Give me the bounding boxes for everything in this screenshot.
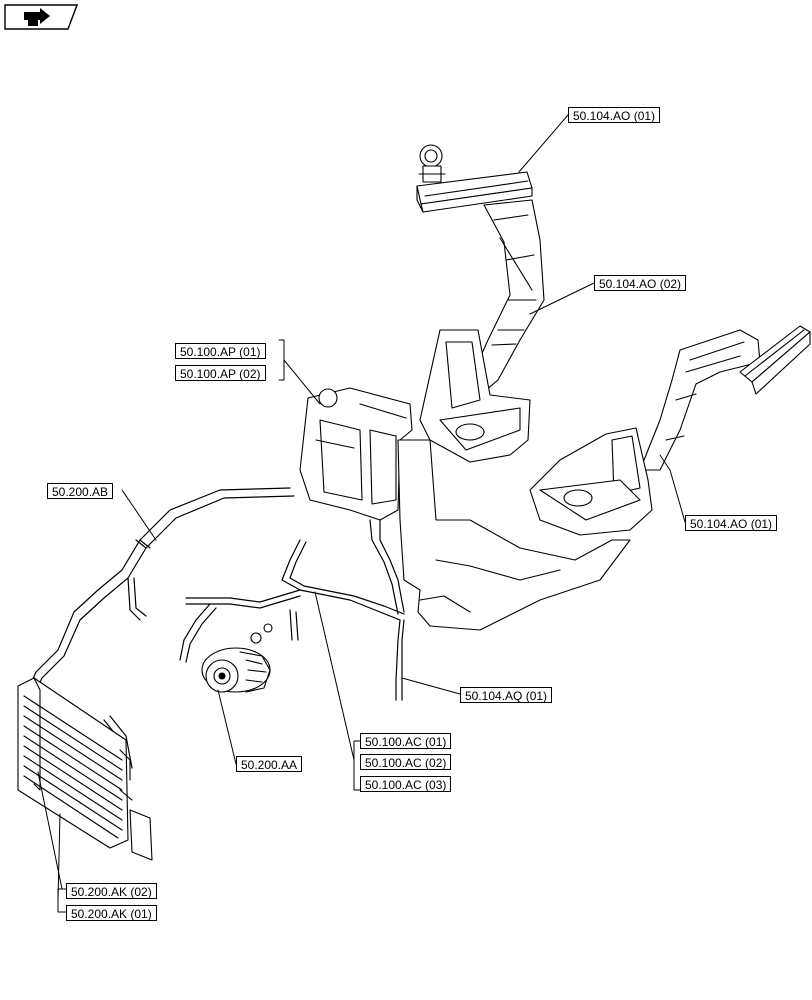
callout-50-200-ak-02[interactable]: 50.200.AK (02) [66, 883, 157, 899]
leader-lines [37, 114, 686, 913]
right-air-filter [739, 325, 811, 395]
refrigerant-lines [27, 487, 405, 771]
top-air-filter [416, 171, 533, 213]
callout-50-104-ao-01-top[interactable]: 50.104.AO (01) [568, 107, 661, 123]
hvac-heater-unit [299, 387, 413, 521]
next-page-button[interactable] [4, 4, 78, 30]
next-page-arrow-icon [24, 8, 50, 26]
callout-50-100-ac-01[interactable]: 50.100.AC (01) [360, 733, 452, 749]
right-air-duct [639, 329, 761, 471]
blower-motor [418, 144, 446, 183]
callout-50-104-ao-02[interactable]: 50.104.AO (02) [594, 275, 687, 291]
condenser [17, 677, 153, 861]
callout-50-104-ao-01-right[interactable]: 50.104.AO (01) [685, 515, 778, 531]
callout-50-200-ab[interactable]: 50.200.AB [47, 483, 114, 499]
callout-50-104-aq-01[interactable]: 50.104.AQ (01) [460, 687, 553, 703]
callout-50-200-ak-01[interactable]: 50.200.AK (01) [66, 905, 157, 921]
callout-50-200-aa[interactable]: 50.200.AA [236, 756, 303, 772]
ac-compressor [201, 623, 273, 693]
callout-50-100-ap-02[interactable]: 50.100.AP (02) [175, 365, 266, 381]
callout-50-100-ap-01[interactable]: 50.100.AP (01) [175, 343, 266, 359]
center-plenum [419, 329, 531, 463]
right-vent-housing [529, 427, 653, 536]
floor-duct [397, 439, 631, 631]
callout-50-100-ac-02[interactable]: 50.100.AC (02) [360, 754, 452, 770]
callout-50-100-ac-03[interactable]: 50.100.AC (03) [360, 776, 452, 792]
